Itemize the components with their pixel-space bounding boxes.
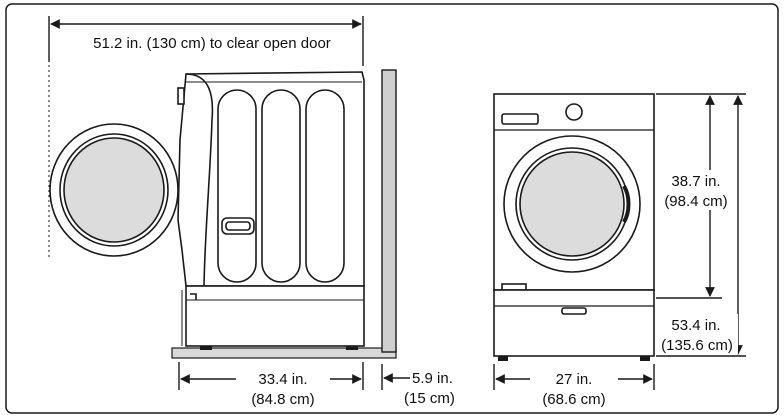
- side-depth-label-cm: (84.8 cm): [251, 391, 314, 408]
- wall-gap-dimension: [381, 364, 410, 390]
- front-width-label-cm: (68.6 cm): [542, 391, 605, 408]
- wall-gap-label-cm: (15 cm): [404, 390, 455, 407]
- total-height-label-in: 53.4 in.: [671, 317, 720, 334]
- door-clearance-dimension: [48, 16, 364, 66]
- total-height-label-cm: (135.6 cm): [661, 337, 733, 354]
- washer-side-body: [177, 71, 365, 287]
- diagram-frame: [5, 3, 779, 414]
- door-clearance-label: 51.2 in. (130 cm) to clear open door: [93, 35, 331, 52]
- washer-height-label-in: 38.7 in.: [671, 173, 720, 190]
- front-door: [503, 135, 641, 273]
- wall-gap-label-in: 5.9 in.: [412, 370, 453, 387]
- side-depth-label-in: 33.4 in.: [258, 371, 307, 388]
- washer-height-label-cm: (98.4 cm): [664, 193, 727, 210]
- pedestal-side: [181, 285, 365, 347]
- front-view: [493, 93, 655, 361]
- side-view: [48, 60, 397, 359]
- detergent-drawer: [501, 113, 539, 125]
- pedestal-front: [493, 289, 655, 357]
- wall: [381, 69, 397, 353]
- door-handle: [622, 184, 631, 224]
- control-knob: [565, 103, 583, 121]
- front-width-label-in: 27 in.: [556, 371, 593, 388]
- open-door: [49, 123, 179, 257]
- floor-platform: [171, 347, 397, 359]
